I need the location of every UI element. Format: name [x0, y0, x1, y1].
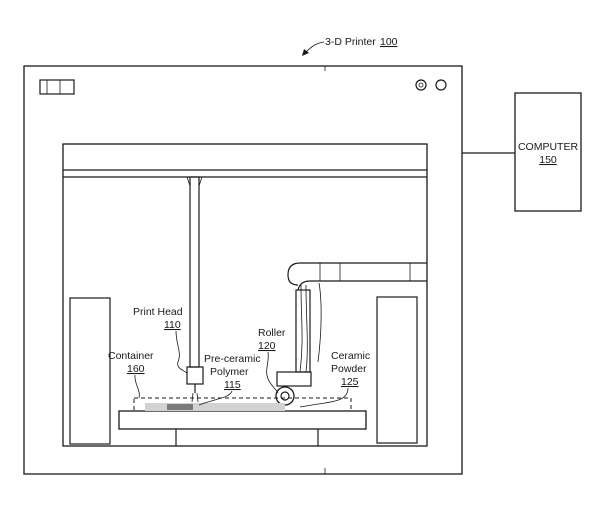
powder-leader [299, 387, 349, 408]
container-ref: 160 [127, 363, 145, 375]
printer-callout: 3-D Printer 100 [302, 36, 398, 56]
powder-label-line1: Ceramic [331, 350, 370, 362]
roller-leader [266, 351, 279, 394]
roller-cable-3 [317, 282, 322, 363]
roller-arm-lower [297, 280, 427, 291]
printer-leader-arrow [302, 49, 309, 56]
knob-outer [415, 79, 427, 91]
print-head-assembly [186, 176, 204, 403]
build-chamber [62, 143, 428, 447]
print-head-leader [175, 330, 188, 374]
pre-ceramic-polymer-region [167, 404, 193, 410]
computer-ref: 150 [539, 154, 557, 166]
polymer-label-line2: Polymer [210, 366, 249, 378]
container-leader [134, 374, 140, 399]
roller-cable-1 [299, 284, 303, 373]
print-head-label: Print Head [133, 306, 183, 318]
platform-slab [118, 410, 367, 430]
polymer-label-line1: Pre-ceramic [204, 353, 261, 365]
control-panel-icon [39, 79, 75, 95]
roller-wheel-icon [275, 386, 295, 406]
roller-ref: 120 [258, 340, 276, 352]
computer-label: COMPUTER [518, 141, 579, 153]
roller-arm-assembly [275, 262, 427, 406]
knob-inner [418, 82, 424, 88]
printer-label: 3-D Printer [325, 36, 376, 48]
roller-housing [276, 371, 312, 387]
computer-box [514, 92, 582, 212]
powder-ref: 125 [341, 376, 359, 388]
roller-cable-2 [305, 284, 308, 373]
power-button-icon [435, 79, 447, 91]
roller-arm-upper [287, 262, 427, 286]
polymer-leader [198, 390, 233, 406]
knob-icons [415, 79, 447, 91]
roller-label: Roller [258, 327, 286, 339]
powder-label-line2: Powder [331, 363, 367, 375]
left-support-pillar [69, 297, 111, 445]
ceramic-powder-layer [145, 403, 285, 411]
right-support-pillar [376, 296, 418, 444]
print-head-ref: 110 [164, 319, 181, 331]
roller-hub [280, 391, 290, 401]
panel-frame [39, 79, 75, 95]
build-platform [118, 397, 367, 446]
printer-leader-line [305, 41, 325, 53]
printer-ref: 100 [380, 36, 398, 48]
polymer-ref: 115 [224, 379, 241, 391]
container-label: Container [108, 350, 154, 362]
